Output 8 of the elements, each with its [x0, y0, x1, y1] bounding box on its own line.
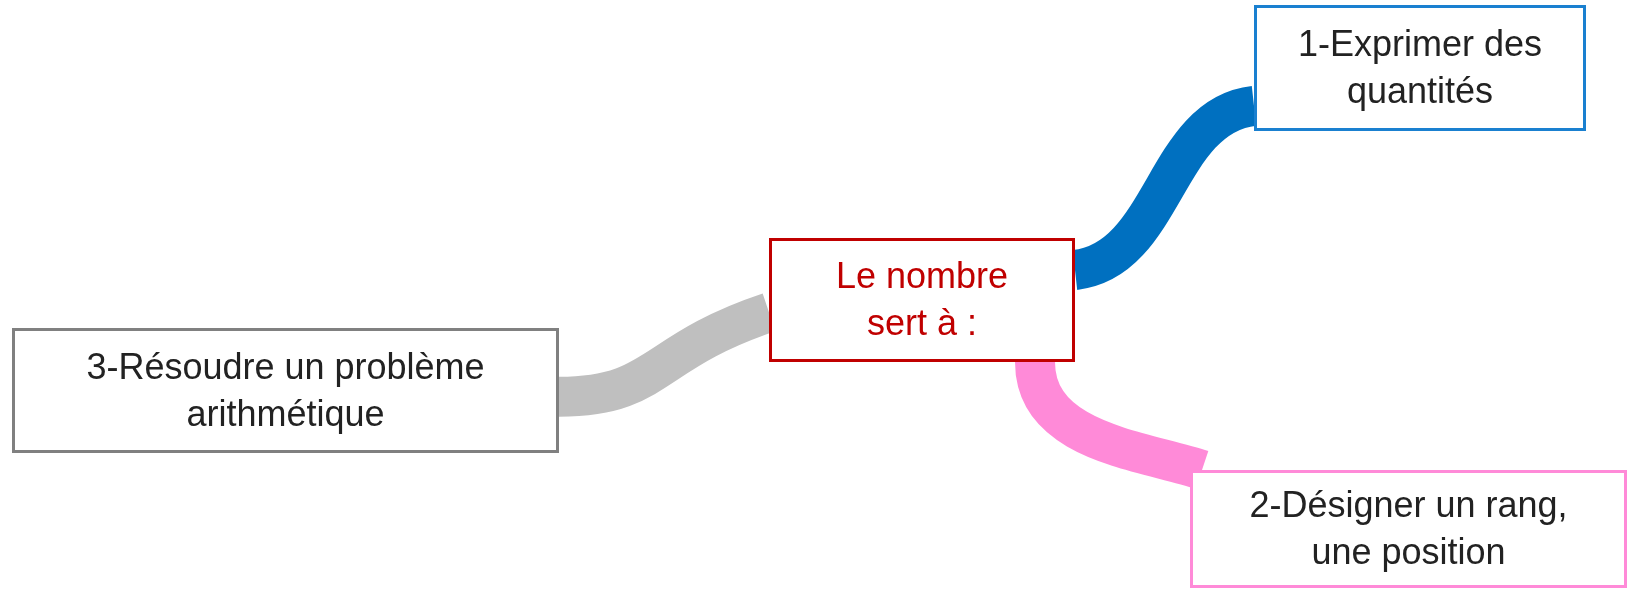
topic-text: Le nombre sert à :: [834, 254, 1010, 345]
central-topic-box: [769, 238, 1075, 362]
topic-text: 1-Exprimer des quantités: [1296, 22, 1544, 113]
topic-text: 2-Désigner un rang, une position: [1248, 483, 1569, 574]
topic-box: [1254, 5, 1586, 131]
topic-box: [1190, 470, 1627, 588]
topic-box: [12, 328, 559, 453]
topic-text: 3-Résoudre un problème arithmétique: [85, 344, 486, 436]
